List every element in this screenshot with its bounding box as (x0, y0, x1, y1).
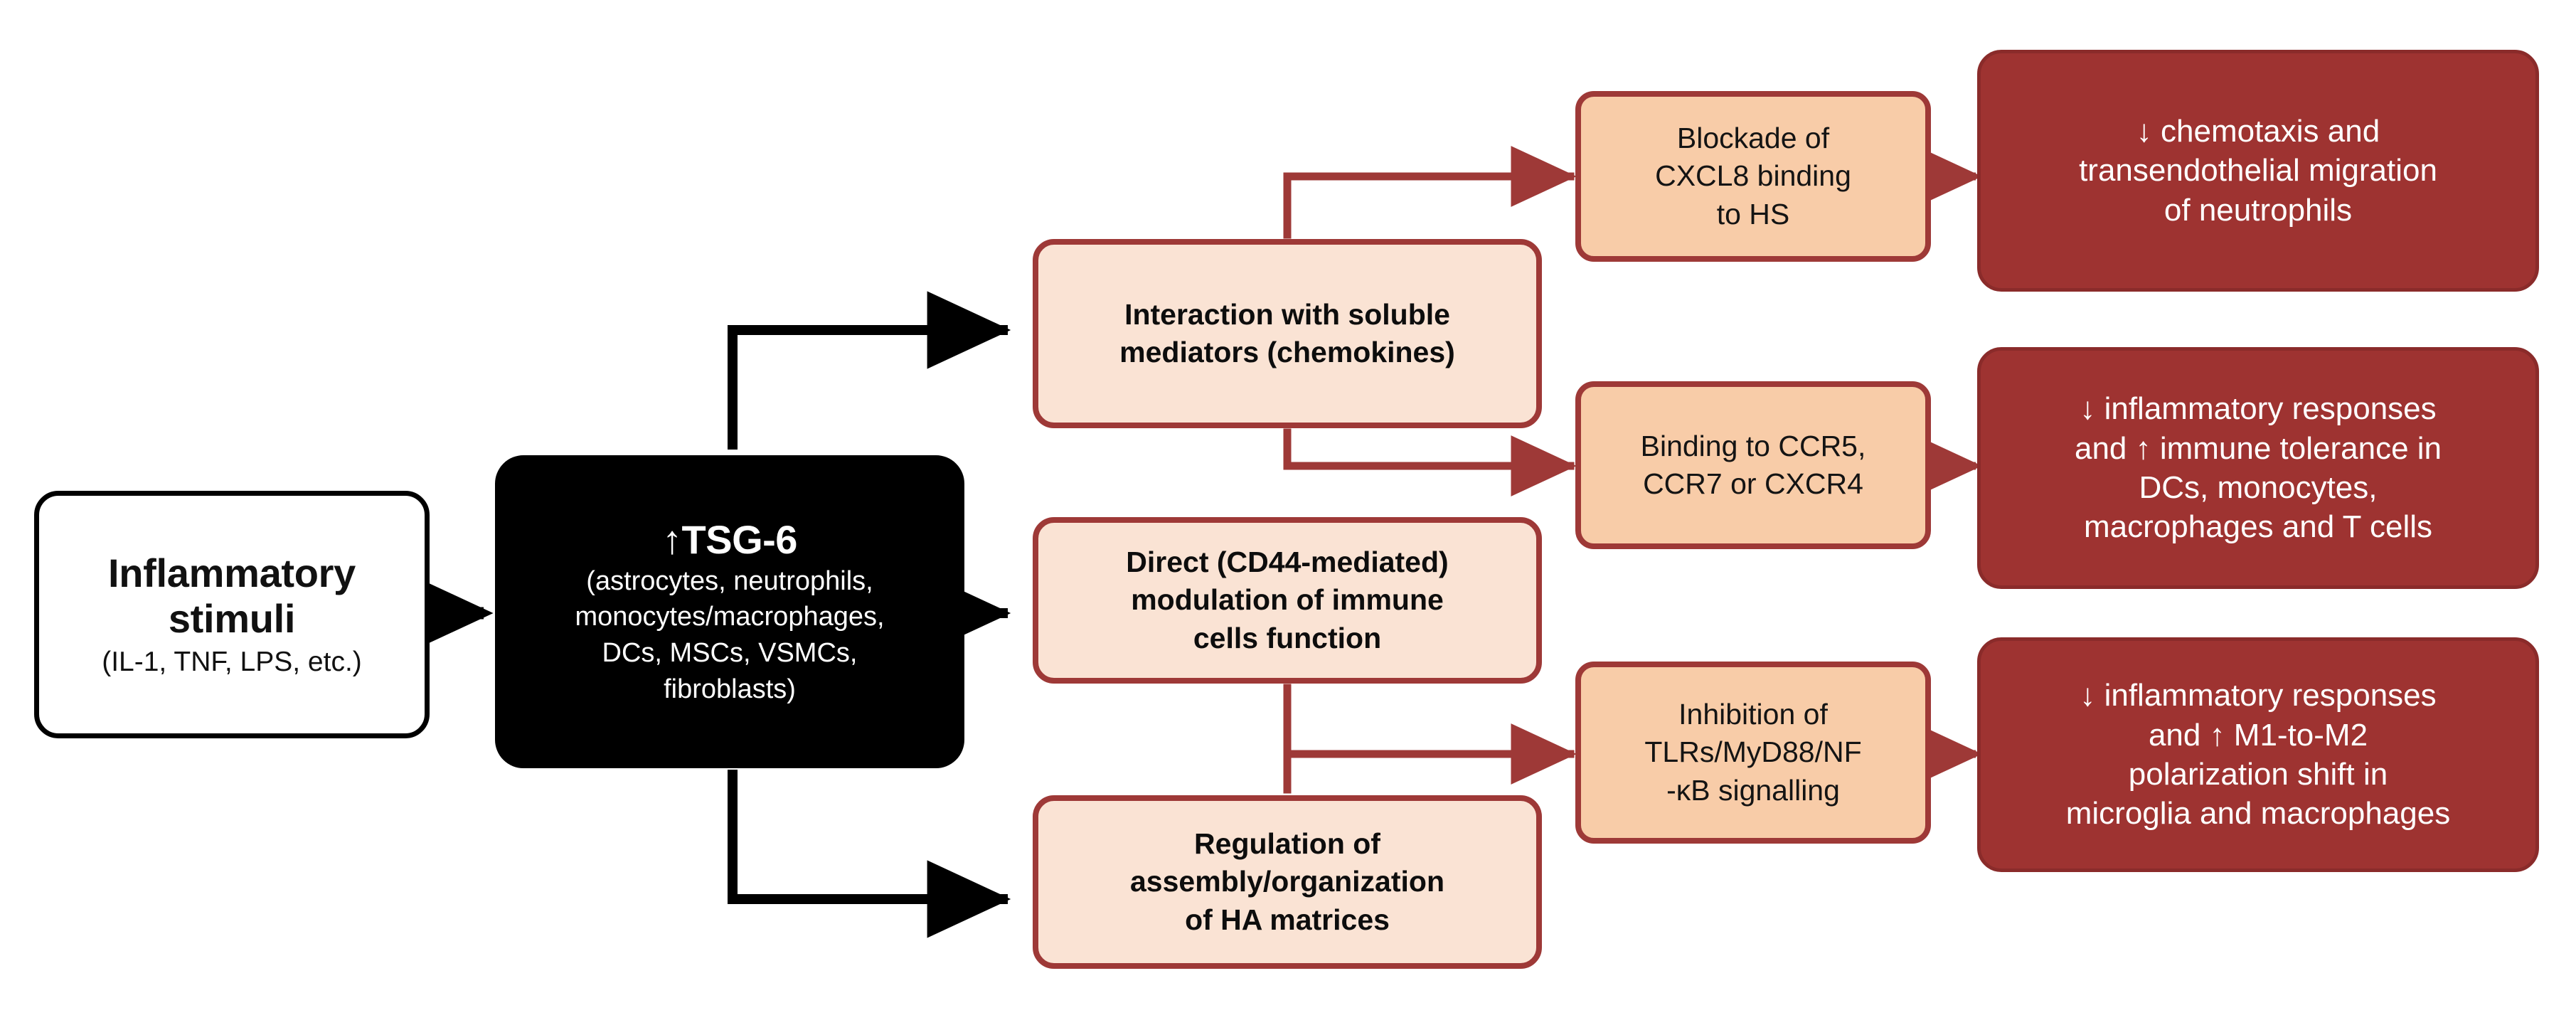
target1-line1: Blockade of (1676, 122, 1830, 155)
node-inflammatory-stimuli[interactable]: Inflammatory stimuli (IL-1, TNF, LPS, et… (34, 491, 430, 738)
mech2-line1: Direct (CD44-mediated) (1126, 546, 1449, 579)
outcome1-line3: of neutrophils (2163, 192, 2353, 228)
tsg6-sources-line3: DCs, MSCs, VSMCs, (602, 637, 858, 668)
tsg6-title: ↑TSG-6 (662, 516, 797, 562)
node-mechanism-cd44-modulation[interactable]: Direct (CD44-mediated) modulation of imm… (1033, 517, 1542, 684)
stimuli-subtitle: (IL-1, TNF, LPS, etc.) (102, 647, 362, 678)
target1-line2: CXCL8 binding (1655, 159, 1851, 193)
node-outcome-neutrophil-migration[interactable]: ↓ chemotaxis and transendothelial migrat… (1977, 50, 2539, 292)
target3-line1: Inhibition of (1678, 698, 1828, 731)
outcome2-line2: and ↑ immune tolerance in (2074, 430, 2442, 466)
target1-line3: to HS (1716, 197, 1790, 230)
node-tsg6[interactable]: ↑TSG-6 (astrocytes, neutrophils, monocyt… (495, 455, 964, 768)
node-target-ccr-cxcr4[interactable]: Binding to CCR5, CCR7 or CXCR4 (1575, 381, 1931, 549)
outcome3-line1: ↓ inflammatory responses (2080, 678, 2437, 713)
stimuli-title-line1: Inflammatory (107, 551, 356, 596)
target3-line2: TLRs/MyD88/NF (1644, 735, 1862, 769)
tsg6-sources-line1: (astrocytes, neutrophils, (586, 565, 873, 596)
outcome2-line4: macrophages and T cells (2084, 509, 2432, 545)
connector-mech23-to-target3 (1283, 684, 1577, 794)
outcome2-line1: ↓ inflammatory responses (2080, 391, 2437, 427)
outcome2-line3: DCs, monocytes, (2139, 470, 2378, 505)
mech3-line1: Regulation of (1194, 827, 1380, 861)
mech2-line3: cells function (1193, 621, 1382, 654)
connector-targets-to-outcomes (1916, 146, 1982, 785)
stimuli-title-line2: stimuli (168, 596, 296, 642)
node-target-cxcl8-hs[interactable]: Blockade of CXCL8 binding to HS (1575, 91, 1931, 262)
target3-line3: -κB signalling (1666, 773, 1840, 807)
node-outcome-m1-m2-shift[interactable]: ↓ inflammatory responses and ↑ M1-to-M2 … (1977, 637, 2539, 872)
mech3-line3: of HA matrices (1185, 903, 1390, 936)
outcome1-line1: ↓ chemotaxis and (2136, 113, 2380, 149)
node-mechanism-soluble-mediators[interactable]: Interaction with soluble mediators (chem… (1033, 239, 1542, 428)
node-target-tlr-myd88-nfkb[interactable]: Inhibition of TLRs/MyD88/NF -κB signalli… (1575, 662, 1931, 844)
mech2-line2: modulation of immune (1131, 583, 1444, 617)
mech1-line1: Interaction with soluble (1124, 297, 1450, 331)
outcome3-line4: microglia and macrophages (2065, 796, 2451, 832)
outcome1-line2: transendothelial migration (2079, 153, 2437, 188)
tsg6-sources-line2: monocytes/macrophages, (575, 602, 885, 632)
node-mechanism-ha-matrices[interactable]: Regulation of assembly/organization of H… (1033, 795, 1542, 969)
outcome3-line3: polarization shift in (2128, 757, 2388, 792)
target2-line2: CCR7 or CXCR4 (1643, 467, 1863, 500)
node-outcome-immune-tolerance[interactable]: ↓ inflammatory responses and ↑ immune to… (1977, 347, 2539, 589)
mech3-line2: assembly/organization (1129, 865, 1444, 898)
target2-line1: Binding to CCR5, (1640, 429, 1866, 462)
outcome3-line2: and ↑ M1-to-M2 (2148, 717, 2368, 753)
mech1-line2: mediators (chemokines) (1119, 336, 1455, 368)
tsg6-sources-line4: fibroblasts) (664, 674, 796, 704)
